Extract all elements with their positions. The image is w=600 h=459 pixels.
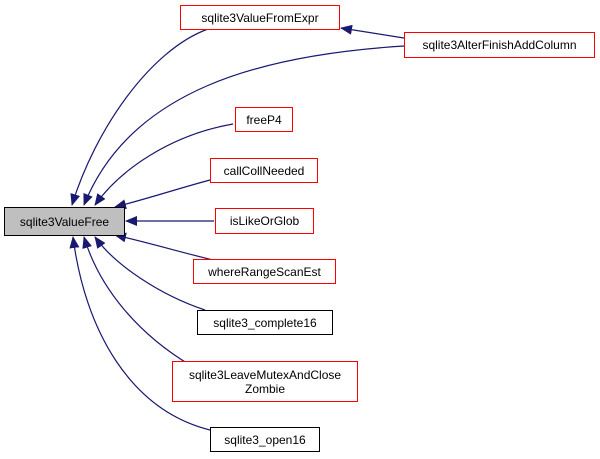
edge-valuefromexpr-to-valuefree [70,28,209,206]
edge-open16-to-valuefree [69,236,211,431]
edge-complete16-to-valuefree [94,236,206,311]
node-label: sqlite3AlterFinishAddColumn [422,38,577,52]
node-whererangescanest[interactable]: whereRangeScanEst [193,259,336,284]
node-sqlite3alterfinishaddcolumn[interactable]: sqlite3AlterFinishAddColumn [404,32,595,58]
node-label: sqlite3_open16 [224,432,306,447]
node-sqlite3valuefree: sqlite3ValueFree [4,207,125,236]
node-sqlite3-complete16[interactable]: sqlite3_complete16 [197,310,333,335]
node-sqlite3valuefromexpr[interactable]: sqlite3ValueFromExpr [180,5,340,30]
edge-alterfinish-to-valuefromexpr [340,24,405,39]
node-label: isLikeOrGlob [229,214,300,228]
edge-whererangescanest-to-valuefree [114,232,214,261]
edge-alterfinish-to-valuefree [83,45,405,206]
edge-leavemutex-to-valuefree [82,236,191,366]
node-label: sqlite3_complete16 [213,315,317,330]
node-label-line1: sqlite3LeaveMutexAndClose [188,367,342,382]
node-label: callCollNeeded [223,163,305,178]
node-callcollneeded[interactable]: callCollNeeded [210,158,318,183]
node-label: sqlite3ValueFromExpr [201,10,319,25]
node-label: sqlite3ValueFree [19,214,110,229]
node-label-line2: Zombie [244,381,285,396]
edge-callcollneeded-to-valuefree [114,179,211,210]
node-sqlite3leavemutexandclosezombie[interactable]: sqlite3LeaveMutexAndClose Zombie [172,361,358,402]
node-label: whereRangeScanEst [208,264,321,279]
node-islikeorglob[interactable]: isLikeOrGlob [215,208,314,234]
node-label: freeP4 [246,112,282,127]
node-sqlite3-open16[interactable]: sqlite3_open16 [210,427,320,452]
edge-freep4-to-valuefree [94,123,234,206]
node-freep4[interactable]: freeP4 [235,107,293,132]
